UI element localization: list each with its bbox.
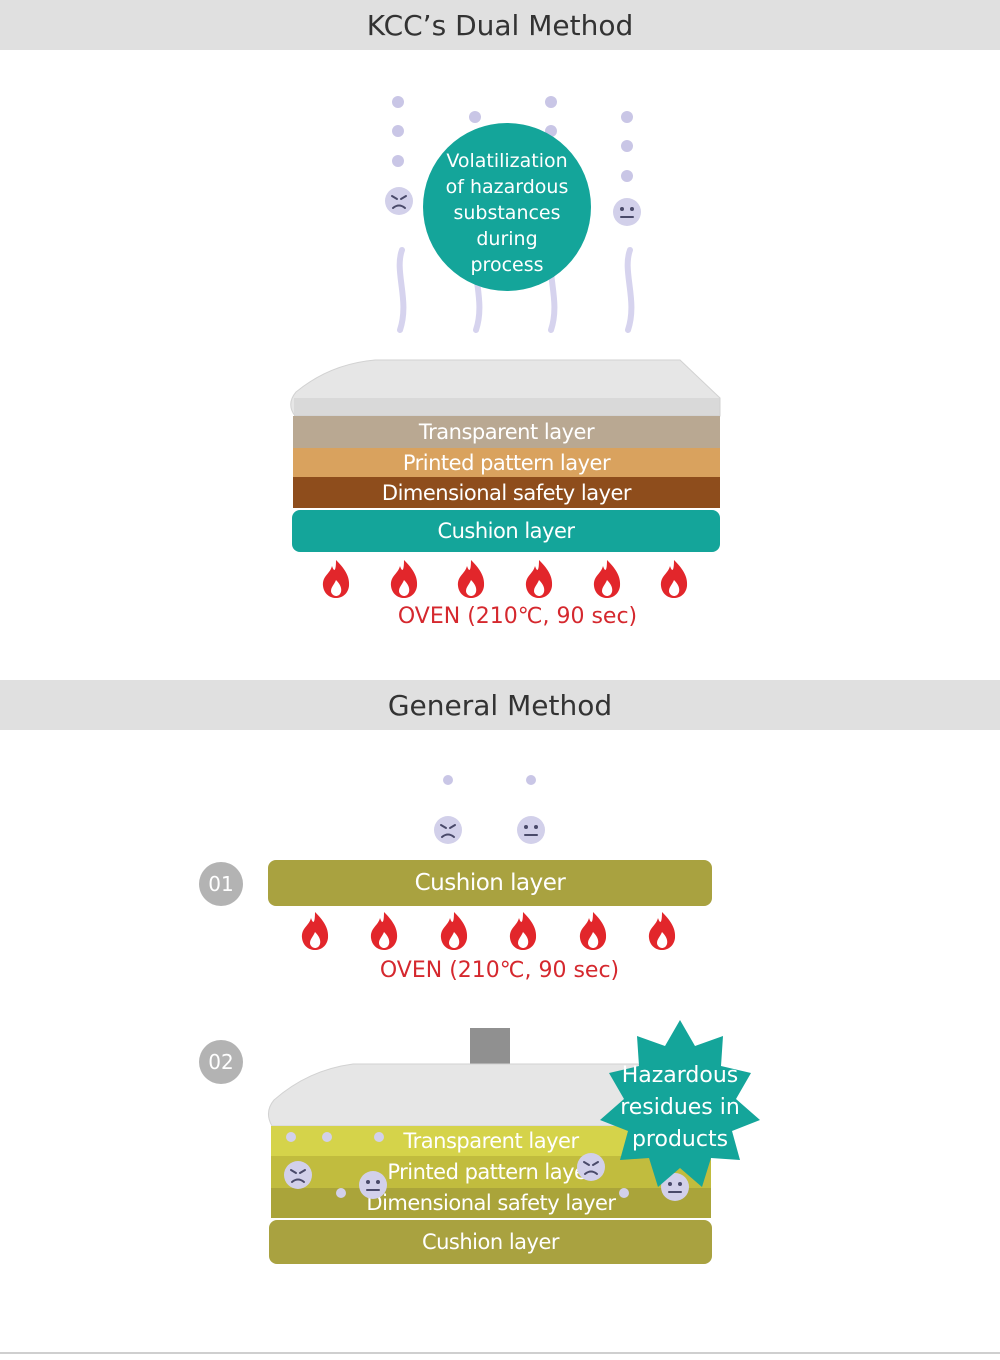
general-oven-label: OVEN (210℃, 90 sec) (379, 958, 620, 983)
kcc-method-header: KCC’s Dual Method (0, 0, 1000, 50)
frowning-face-icon (434, 816, 462, 844)
step-01-badge: 01 (199, 862, 243, 906)
bottom-divider (0, 1352, 1000, 1354)
general-method-header: General Method (0, 680, 1000, 730)
step-02-badge: 02 (199, 1040, 243, 1084)
kcc-cushion-layer: Cushion layer (292, 510, 720, 552)
frowning-face-icon (385, 187, 413, 215)
general-top-film (268, 1063, 689, 1127)
hazard-starburst-badge (600, 1020, 760, 1187)
volatilization-label: Volatilization of hazardous substances d… (445, 150, 569, 276)
neutral-face-icon (613, 198, 641, 226)
frowning-face-icon (284, 1161, 312, 1189)
step1-cushion-layer: Cushion layer (268, 860, 712, 906)
kcc-dimensional-safety-layer: Dimensional safety layer (293, 477, 720, 508)
kcc-printed-pattern-layer: Printed pattern layer (293, 448, 720, 477)
volatilization-circle (423, 123, 591, 291)
kcc-transparent-layer: Transparent layer (293, 416, 720, 448)
general-cushion-layer: Cushion layer (269, 1220, 712, 1264)
neutral-face-icon (517, 816, 545, 844)
kcc-method-title: KCC’s Dual Method (366, 8, 634, 42)
kcc-oven-label: OVEN (210℃, 90 sec) (397, 604, 638, 629)
general-printed-pattern-layer: Printed pattern layer (271, 1156, 711, 1188)
neutral-face-icon (359, 1171, 387, 1199)
neutral-face-icon (661, 1173, 689, 1201)
frowning-face-icon (577, 1153, 605, 1181)
general-method-title: General Method (387, 688, 613, 722)
hazard-badge-label: Hazardous residues in products (620, 1063, 740, 1152)
